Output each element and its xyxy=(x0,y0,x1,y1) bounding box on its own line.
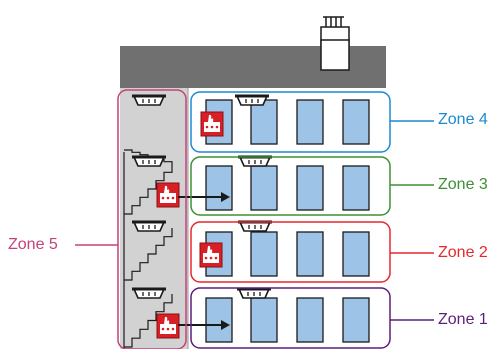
window-icon xyxy=(250,99,278,145)
stair-flight xyxy=(124,164,173,215)
window-icon xyxy=(342,99,370,145)
smoke-detectors xyxy=(132,94,272,299)
window-icon xyxy=(342,297,370,343)
windows xyxy=(205,99,370,343)
zone-5-label: Zone 5 xyxy=(8,236,58,253)
smoke-detector-icon xyxy=(238,155,272,167)
window-icon xyxy=(342,231,370,277)
zone-1-label: Zone 1 xyxy=(438,311,488,328)
manual-call-point-icon xyxy=(156,182,180,208)
smoke-detector-icon xyxy=(132,287,166,299)
zone-4-outline xyxy=(190,91,434,153)
zone-1-outline xyxy=(190,287,434,349)
stairwell xyxy=(120,88,189,349)
manual-call-point-icon xyxy=(200,111,224,137)
smoke-detector-icon xyxy=(132,155,166,167)
window-icon xyxy=(205,297,233,343)
manual-call-points xyxy=(156,111,224,339)
zone-4-label: Zone 4 xyxy=(438,111,488,128)
window-icon xyxy=(250,297,278,343)
zone-2-outline xyxy=(190,221,434,283)
window-icon xyxy=(296,231,324,277)
window-icon xyxy=(342,165,370,211)
window-icon xyxy=(250,231,278,277)
smoke-detector-icon xyxy=(238,220,272,232)
manual-call-point-icon xyxy=(199,242,223,268)
smoke-detector-icon xyxy=(235,94,269,106)
zone-5-outline xyxy=(75,89,187,349)
zone-3-outline xyxy=(190,156,434,216)
stair-flight xyxy=(124,294,173,348)
window-icon xyxy=(296,99,324,145)
window-icon xyxy=(296,297,324,343)
zone-3-label: Zone 3 xyxy=(438,176,488,193)
window-icon xyxy=(205,165,233,211)
window-icon xyxy=(296,165,324,211)
zone-2-label: Zone 2 xyxy=(438,244,488,261)
smoke-detector-icon xyxy=(237,287,271,299)
stair-flight xyxy=(124,228,173,281)
arrowhead-zone-3 xyxy=(221,192,230,202)
arrowhead-zone-1 xyxy=(221,320,230,330)
smoke-detector-icon xyxy=(132,94,166,106)
smoke-detector-icon xyxy=(132,220,166,232)
window-icon xyxy=(250,165,278,211)
manual-call-point-icon xyxy=(156,313,180,339)
